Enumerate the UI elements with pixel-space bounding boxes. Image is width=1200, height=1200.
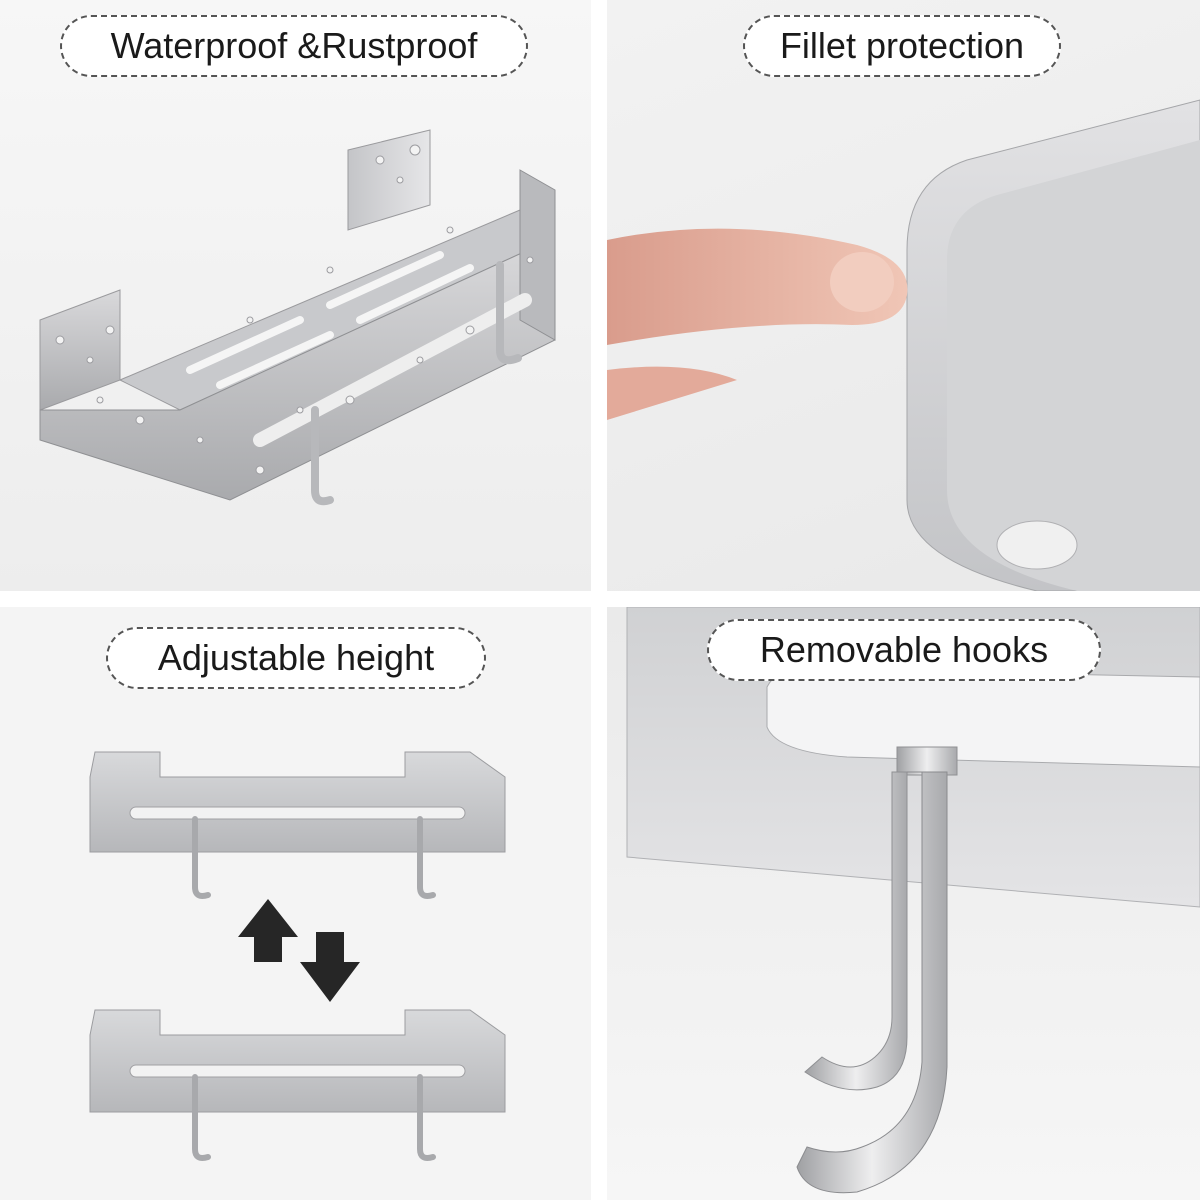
feature-label-fillet: Fillet protection: [743, 15, 1061, 77]
adjustable-illustration: [89, 751, 506, 1161]
shelf-illustration: [39, 129, 556, 506]
fillet-illustration: [607, 99, 1200, 591]
panel-waterproof: Waterproof &Rustproof: [0, 0, 591, 591]
feature-label-adjustable: Adjustable height: [106, 627, 486, 689]
arrow-up-icon: [238, 899, 298, 962]
panel-adjustable-height: Adjustable height: [0, 607, 591, 1200]
feature-label-hooks: Removable hooks: [707, 619, 1101, 681]
panel-removable-hooks: Removable hooks: [607, 607, 1200, 1200]
upper-shelf: [89, 751, 506, 899]
feature-label-waterproof: Waterproof &Rustproof: [60, 15, 528, 77]
arrow-down-icon: [300, 932, 360, 1002]
hook-illustration: [626, 607, 1200, 1194]
lower-shelf: [89, 1009, 506, 1161]
panel-fillet-protection: Fillet protection: [607, 0, 1200, 591]
